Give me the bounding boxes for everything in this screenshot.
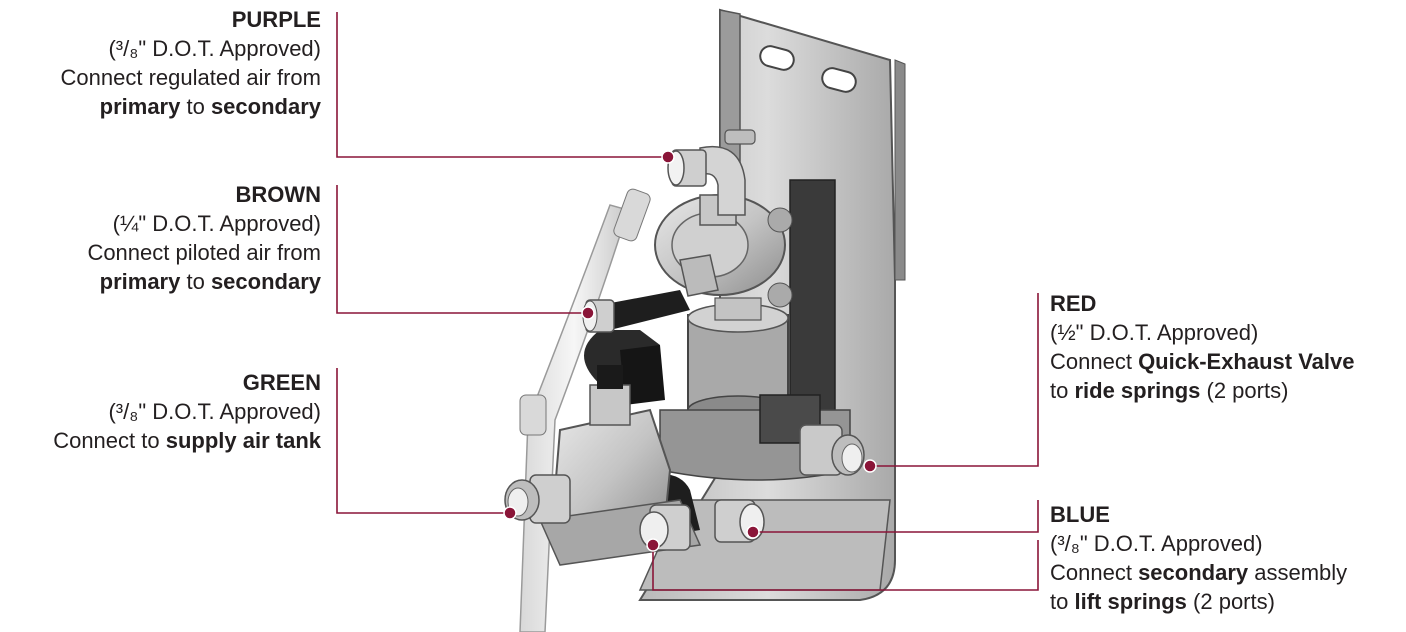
brown-leader	[336, 185, 588, 314]
purple-spec: (³/₈" D.O.T. Approved)	[108, 36, 321, 61]
purple-callout: PURPLE (³/₈" D.O.T. Approved) Connect re…	[61, 5, 321, 121]
blue-assembly: assembly	[1248, 560, 1348, 585]
purple-desc-line2: primary to secondary	[61, 92, 321, 121]
red-ports: (2 ports)	[1200, 378, 1289, 403]
blue-desc-line1: Connect secondary assembly	[1050, 558, 1347, 587]
brown-primary: primary	[99, 269, 181, 294]
clear-tube	[519, 188, 651, 632]
green-spec: (³/₈" D.O.T. Approved)	[108, 399, 321, 424]
blue-ports: (2 ports)	[1186, 589, 1275, 614]
blue-title: BLUE	[1050, 502, 1110, 527]
red-desc-line2: to ride springs (2 ports)	[1050, 376, 1355, 405]
red-title: RED	[1050, 291, 1097, 316]
purple-primary: primary	[99, 94, 181, 119]
blue-secondary: secondary	[1138, 560, 1249, 585]
blue-leader-2	[652, 540, 1039, 591]
red-quick-exhaust: Quick-Exhaust Valve	[1138, 349, 1355, 374]
blue-lift-springs: lift springs	[1074, 589, 1187, 614]
brown-callout: BROWN (¼" D.O.T. Approved) Connect pilot…	[87, 180, 321, 296]
red-desc-line1: Connect Quick-Exhaust Valve	[1050, 347, 1355, 376]
green-desc-line1: Connect to supply air tank	[53, 426, 321, 455]
green-leader	[336, 368, 510, 514]
purple-secondary: secondary	[210, 94, 321, 119]
purple-title: PURPLE	[231, 7, 321, 32]
blue-spec: (³/₈" D.O.T. Approved)	[1050, 531, 1263, 556]
green-dot	[503, 506, 517, 520]
blue-dot-1	[746, 525, 760, 539]
blue-leader-1	[753, 500, 1039, 533]
green-port-fitting	[504, 474, 571, 524]
red-dot	[863, 459, 877, 473]
purple-elbow-fitting	[667, 129, 756, 216]
leader-lines	[336, 12, 1039, 591]
brown-title: BROWN	[235, 182, 321, 207]
purple-leader	[336, 12, 668, 158]
red-leader	[870, 293, 1039, 467]
brown-desc-line2: primary to secondary	[87, 267, 321, 296]
brown-spec: (¼" D.O.T. Approved)	[112, 211, 321, 236]
red-to: to	[1050, 378, 1075, 403]
blue-to: to	[1050, 589, 1075, 614]
brown-desc-line1: Connect piloted air from	[87, 240, 321, 265]
purple-to: to	[180, 94, 211, 119]
purple-dot	[661, 150, 675, 164]
red-connect: Connect	[1050, 349, 1139, 374]
blue-connect: Connect	[1050, 560, 1139, 585]
green-title: GREEN	[242, 370, 321, 395]
green-connect-to: Connect to	[53, 428, 166, 453]
red-port-fitting	[759, 394, 865, 476]
red-callout: RED (½" D.O.T. Approved) Connect Quick-E…	[1050, 289, 1355, 405]
green-supply-tank: supply air tank	[165, 428, 321, 453]
red-ride-springs: ride springs	[1074, 378, 1201, 403]
blue-dot-2	[646, 538, 660, 552]
blue-callout: BLUE (³/₈" D.O.T. Approved) Connect seco…	[1050, 500, 1347, 616]
red-spec: (½" D.O.T. Approved)	[1050, 320, 1259, 345]
brown-dot	[581, 306, 595, 320]
blue-port-fittings	[639, 499, 765, 551]
brown-secondary: secondary	[210, 269, 321, 294]
blue-desc-line2: to lift springs (2 ports)	[1050, 587, 1347, 616]
leader-dots	[503, 150, 877, 552]
green-callout: GREEN (³/₈" D.O.T. Approved) Connect to …	[53, 368, 321, 455]
brown-to: to	[180, 269, 211, 294]
purple-desc-line1: Connect regulated air from	[60, 65, 321, 90]
